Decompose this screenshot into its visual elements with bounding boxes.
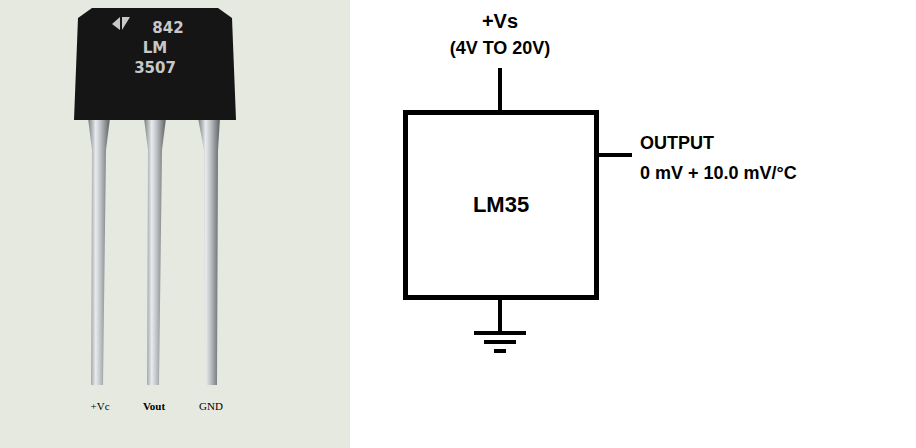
lead-pins <box>88 118 220 385</box>
supply-range: (4V TO 20V) <box>450 38 551 59</box>
pin-name: +Vc <box>90 400 109 412</box>
output-label: OUTPUT <box>640 133 714 154</box>
output-scale: 0 mV + 10.0 mV/°C <box>640 163 797 184</box>
chip-marking: LM <box>143 38 168 58</box>
pin-name: GND <box>199 400 223 412</box>
chip-marking: 3507 <box>134 58 176 78</box>
chip-marking: 842 <box>152 18 183 38</box>
pin-name: Vout <box>143 400 165 412</box>
ground-symbol <box>474 331 526 335</box>
ic-name: LM35 <box>473 192 529 218</box>
supply-label: +Vs <box>482 10 518 33</box>
chip-body: 842LM3507 <box>72 8 238 120</box>
ic-box: LM35 <box>403 110 599 300</box>
photo-ground <box>0 0 350 448</box>
